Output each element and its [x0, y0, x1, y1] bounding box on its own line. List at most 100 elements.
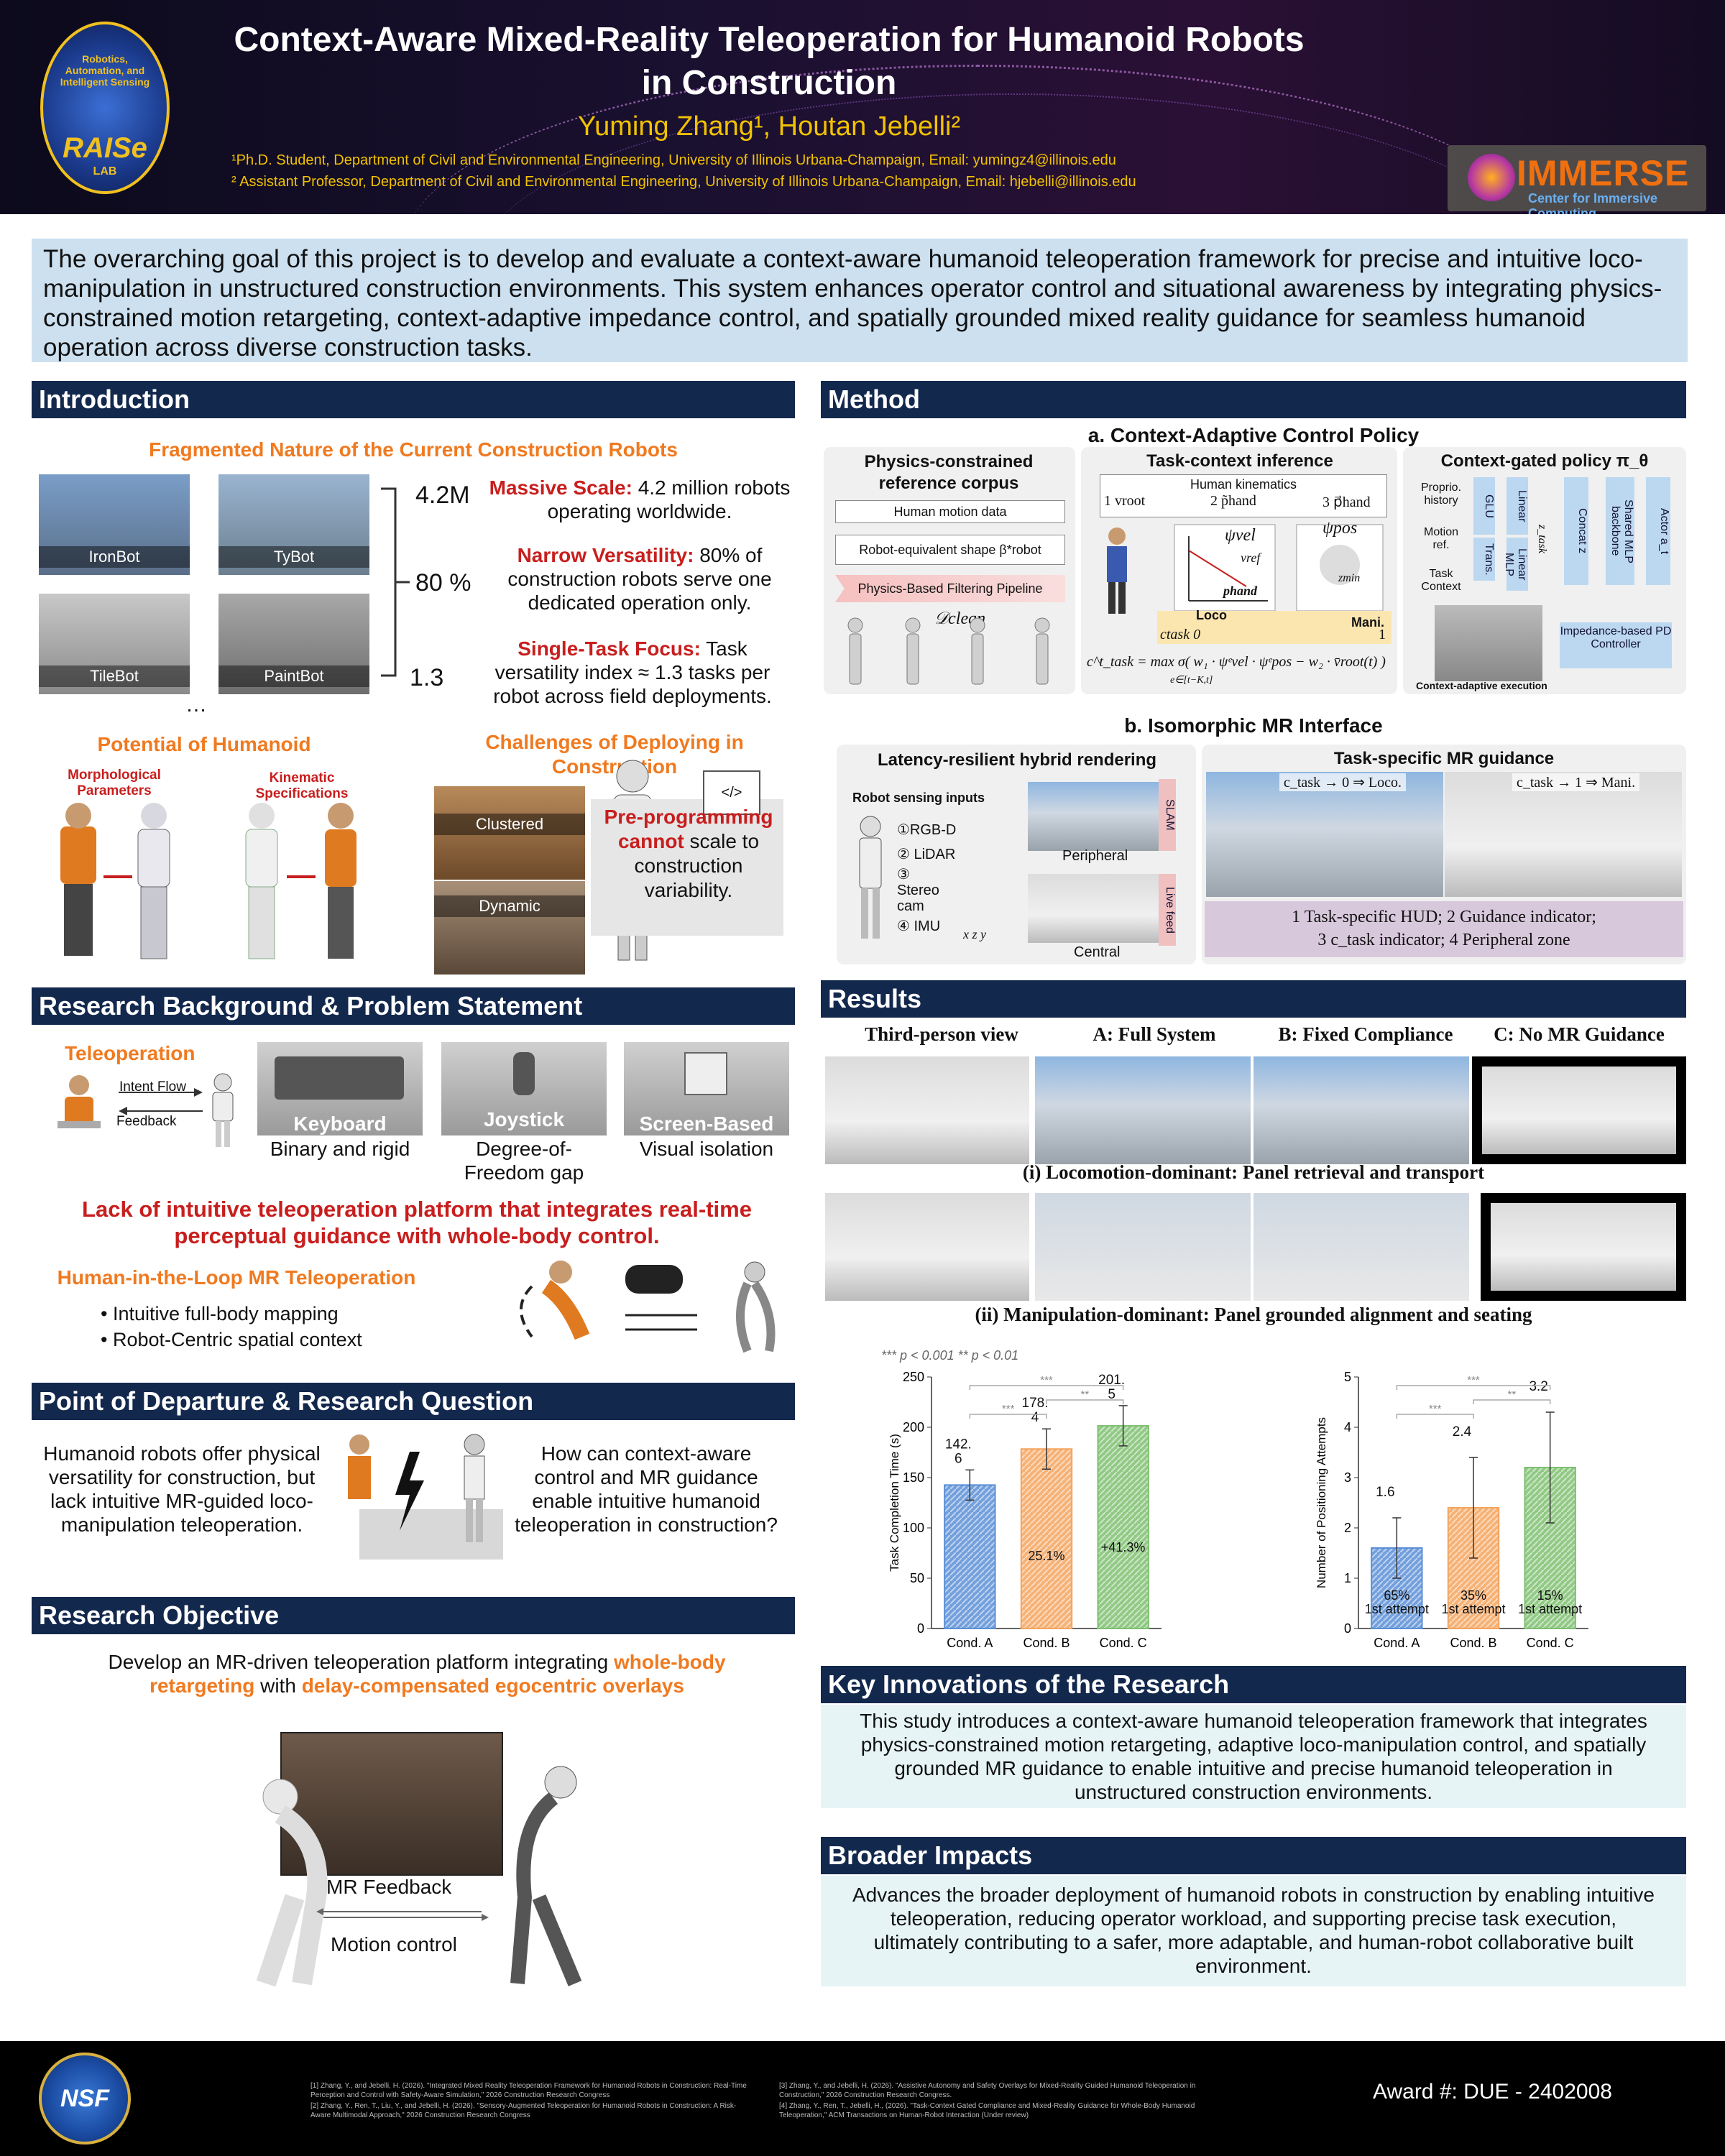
- immerse-logo: IMMERSE Center for Immersive Computing: [1448, 145, 1706, 214]
- mani-third-person: [825, 1193, 1029, 1301]
- bullet-item: • Intuitive full-body mapping: [101, 1303, 339, 1325]
- single-task-focus: Single-Task Focus: Task versatility inde…: [493, 637, 772, 707]
- double-arrow: [316, 1908, 489, 1921]
- trans-block: Trans.: [1473, 538, 1495, 581]
- value-label: 142.6: [945, 1437, 972, 1466]
- affiliation-2: ² Assistant Professor, Department of Civ…: [231, 174, 1136, 190]
- feedback-label: Feedback: [116, 1114, 177, 1129]
- rendering-title: Latency-resilient hybrid rendering: [877, 750, 1157, 770]
- ctask-one-label: 1: [1379, 627, 1386, 642]
- significance-label: ***: [1040, 1374, 1053, 1386]
- challenges-subtitle: Challenges of Deploying in Construction: [485, 731, 744, 778]
- psi-vel-label: ψvel: [1225, 526, 1256, 545]
- inner-label-line: 1st attempt: [1365, 1602, 1429, 1616]
- brace: [381, 487, 410, 677]
- teleoperation-figure: [58, 1073, 234, 1147]
- x-tick-label: Cond. A: [1374, 1636, 1420, 1650]
- mani-full-system: [1035, 1193, 1251, 1301]
- affiliation-1: ¹Ph.D. Student, Department of Civil and …: [231, 152, 1116, 168]
- introduction-header: Introduction: [32, 381, 795, 418]
- paintbot-photo: PaintBot: [218, 594, 369, 694]
- joystick-device: Joystick: [441, 1042, 607, 1135]
- sensor-rgbd: ①RGB-D: [897, 822, 957, 838]
- shared-mlp-block: Shared MLP backbone: [1606, 477, 1634, 585]
- pod-header: Point of Departure & Research Question: [32, 1383, 795, 1420]
- fragmented-subtitle: Fragmented Nature of the Current Constru…: [149, 438, 678, 461]
- clustered-photo: Clustered: [434, 786, 585, 880]
- stat-4-2m: 4.2M: [415, 482, 470, 509]
- y-tick-label: 200: [903, 1420, 924, 1434]
- inner-label-line: 1st attempt: [1441, 1602, 1505, 1616]
- loco-caption: (i) Locomotion-dominant: Panel retrieval…: [1022, 1161, 1485, 1183]
- linear-mlp-block: Linear MLP: [1503, 538, 1528, 591]
- mr-feedback-label: MR Feedback: [326, 1876, 452, 1898]
- inner-label-line: 1st attempt: [1518, 1602, 1582, 1616]
- mani-label: Mani.: [1351, 615, 1385, 630]
- loco-guidance-view: [1206, 772, 1443, 897]
- phand-axis-label: phand: [1223, 584, 1258, 598]
- motion-control-label: Motion control: [331, 1933, 457, 1955]
- inner-label: 25.1%: [1028, 1549, 1064, 1563]
- broader-impacts-text: Advances the broader deployment of human…: [821, 1876, 1686, 1986]
- method-header: Method: [821, 381, 1686, 418]
- value-label-line: 178.: [1022, 1396, 1049, 1411]
- code-icon: </>: [703, 770, 760, 815]
- value-label-line: 1.6: [1376, 1485, 1394, 1500]
- sensing-inputs-label: Robot sensing inputs: [852, 791, 985, 805]
- central-view: [1028, 874, 1164, 943]
- raise-lab-logo: Robotics, Automation, and Intelligent Se…: [40, 22, 170, 194]
- y-tick-label: 50: [910, 1571, 924, 1585]
- stat-80: 80 %: [415, 569, 472, 596]
- task-context-title: Task-context inference: [1146, 451, 1333, 471]
- dynamic-photo: Dynamic: [434, 881, 585, 975]
- value-label: 3.2: [1529, 1379, 1547, 1394]
- loco-label: Loco: [1196, 608, 1227, 622]
- y-tick-label: 250: [903, 1370, 924, 1384]
- robot-shape-chip: Robot-equivalent shape β*robot: [835, 535, 1065, 565]
- ctask-zero-label: ctask 0: [1160, 627, 1201, 642]
- teleoperation-label: Teleoperation: [65, 1042, 196, 1064]
- value-label: 2.4: [1453, 1424, 1472, 1439]
- bullet-item: • Robot-Centric spatial context: [101, 1329, 362, 1350]
- slam-label: SLAM: [1159, 779, 1176, 851]
- inner-label-line: 35%: [1460, 1588, 1486, 1603]
- reference-2: [2] Zhang, Y., Ren, T., Liu, Y., and Jeb…: [310, 2102, 737, 2119]
- inner-label: 15%1st attempt: [1518, 1588, 1582, 1616]
- nsf-logo: NSF: [39, 2053, 131, 2145]
- inner-label-line: 15%: [1537, 1588, 1563, 1603]
- live-feed-label: Live feed: [1159, 874, 1176, 946]
- significance-bracket: [1473, 1399, 1551, 1404]
- value-label: 178.4: [1022, 1396, 1049, 1425]
- key-innovations-header: Key Innovations of the Research: [821, 1666, 1686, 1703]
- preprogramming-text: Pre-programming cannot scale to construc…: [604, 806, 773, 901]
- hitl-subtitle: Human-in-the-Loop MR Teleoperation: [57, 1266, 416, 1289]
- corpus-poses-figure: [847, 617, 1050, 685]
- ironbot-photo: IronBot: [39, 474, 190, 575]
- tilebot-photo: TileBot: [39, 594, 190, 694]
- potential-humanoid-subtitle: Potential of Humanoid: [97, 733, 311, 755]
- value-label-line: 4: [1031, 1410, 1039, 1425]
- x-tick-label: Cond. B: [1450, 1636, 1496, 1650]
- filter-pipeline: Physics-Based Filtering Pipeline: [835, 575, 1065, 602]
- psi-pos-label: ψpos: [1322, 519, 1358, 538]
- significance-label: ***: [1467, 1374, 1480, 1386]
- joystick-desc: Degree-of-Freedom gap: [464, 1138, 584, 1184]
- inner-label-line: 65%: [1384, 1588, 1409, 1603]
- y-axis-label: Task Completion Time (s): [888, 1434, 901, 1572]
- background-header: Research Background & Problem Statement: [32, 987, 795, 1025]
- guidance-legend: 1 Task-specific HUD; 2 Guidance indicato…: [1205, 901, 1683, 957]
- poster-header: Robotics, Automation, and Intelligent Se…: [0, 0, 1725, 214]
- human-kinematics-chip: Human kinematics: [1100, 474, 1387, 517]
- screen-desc: Visual isolation: [639, 1138, 774, 1160]
- value-label-line: 5: [1108, 1387, 1116, 1402]
- massive-scale: Massive Scale: 4.2 million robots operat…: [489, 476, 791, 522]
- inner-label: +41.3%: [1101, 1540, 1146, 1554]
- value-label-line: 6: [954, 1451, 962, 1466]
- keyboard-device: Keyboard: [257, 1042, 423, 1135]
- problem-statement: Lack of intuitive teleoperation platform…: [82, 1197, 752, 1248]
- results-header: Results: [821, 980, 1686, 1018]
- y-axis-label: Number of Positioning Attempts: [1315, 1417, 1328, 1588]
- significance-bracket: [1046, 1399, 1124, 1404]
- value-label-line: 201.: [1098, 1373, 1125, 1388]
- section-a-title: a. Context-Adaptive Control Policy: [1087, 424, 1420, 446]
